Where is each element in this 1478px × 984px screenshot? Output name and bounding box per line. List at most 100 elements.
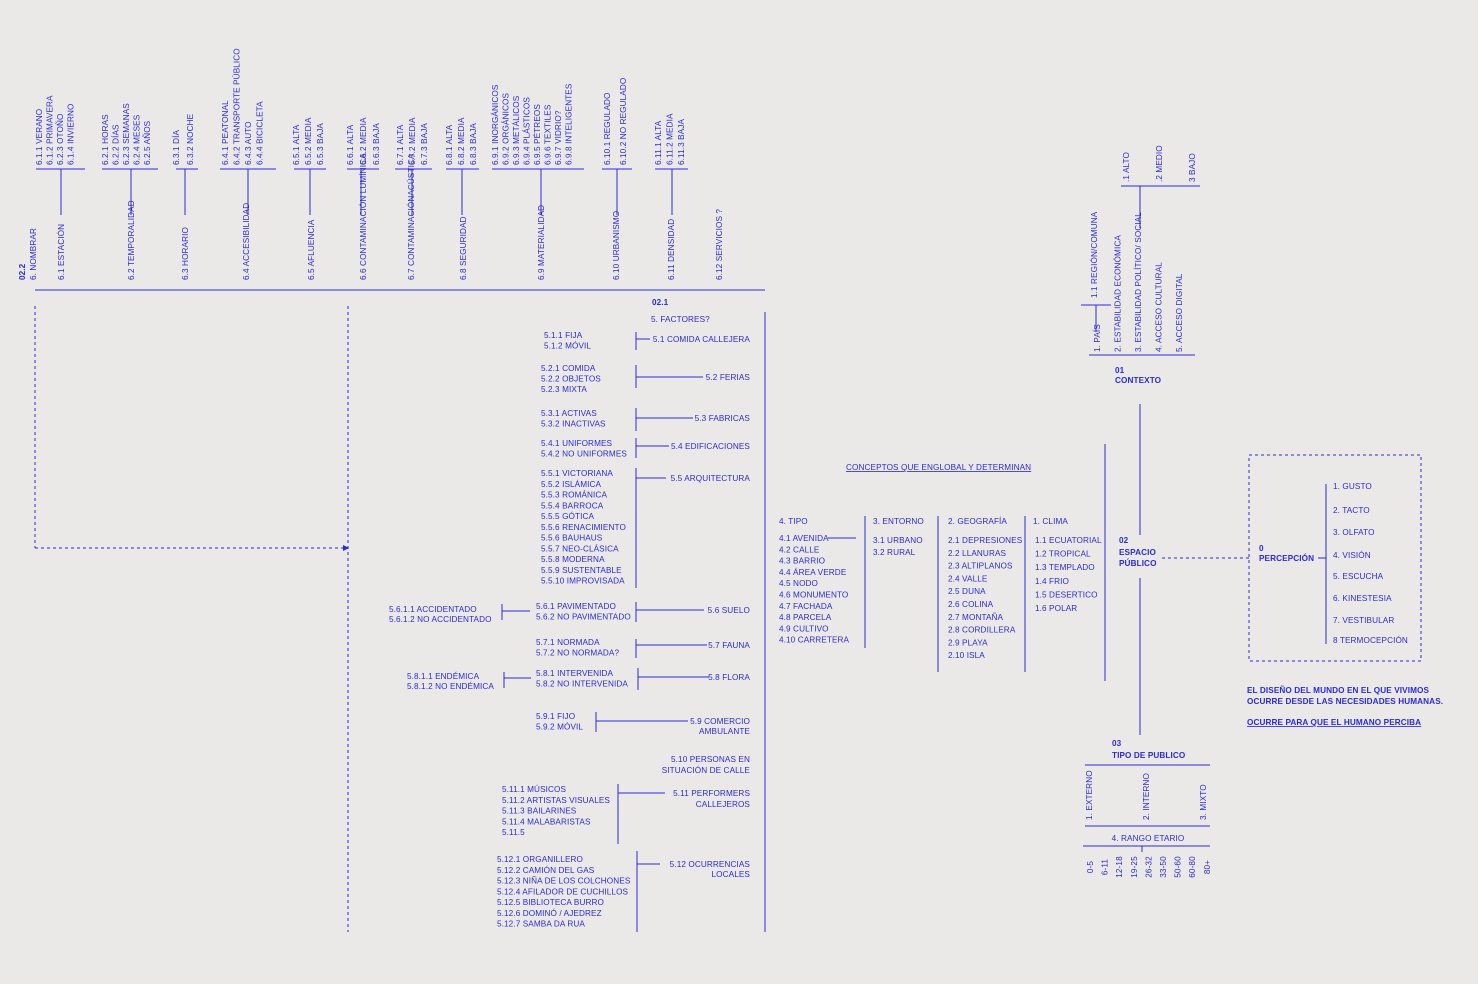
factor-6-4-option: 6.4.4 BICICLETA [256,101,265,165]
geografia-item: 2.4 VALLE [948,574,988,583]
contexto-level: .1 ALTO [1122,152,1131,182]
sense-8-termocepcion: 8 TERMOCEPCIÓN [1333,635,1408,645]
factor-6-4-label: 6.4 ACCESIBILIDAD [242,203,251,280]
percepcion-title: PERCEPCIÓN [1259,552,1314,563]
clima-item: 1.2 TROPICAL [1035,550,1091,559]
factor-6-12-label: 6.12 SERVICIOS ? [715,209,724,280]
clima-item: 1.3 TEMPLADO [1035,563,1095,572]
factor-5-7-option: 5.7.2 NO NORMADA? [536,649,619,658]
tipo-title: 4. TIPO [779,517,808,526]
factor-5-2-option: 5.2.2 OBJETOS [541,375,601,384]
factor-5-11-option: 5.11.4 MALABARISTAS [502,817,591,826]
arrow-head [343,545,349,551]
factor-6-8-option: 6.8.3 BAJA [469,123,478,165]
sense-2-tacto: 2. TACTO [1333,506,1370,515]
factor-6-2-label: 6.2 TEMPORALIDAD [127,200,136,280]
rango-value: 33-50 [1159,856,1168,878]
factor-6-5-label: 6.5 AFLUENCIA [307,219,316,280]
factor-5-8-option: 5.8.1 INTERVENIDA [536,669,614,678]
factor-5-8-suboption: 5.8.1.2 NO ENDÉMICA [407,681,494,691]
factor-6-10-option: 6.10.2 NO REGULADO [619,78,628,165]
note-line-1: EL DISEÑO DEL MUNDO EN EL QUE VIVIMOS [1247,685,1429,695]
factor-5-3-label: 5.3 FABRICAS [695,414,751,423]
factor-6-11-option: 6.11.3 BAJA [677,119,686,165]
rango-value: 80+ [1203,860,1212,874]
factor-5-9-option: 5.9.2 MÓVIL [536,722,583,732]
factor-5-11-label: 5.11 PERFORMERS [673,789,750,798]
factor-6-7-option: 6.7.1 ALTA [396,124,405,165]
factor-5-10-label: 5.10 PERSONAS EN [671,755,750,764]
factor-5-3-option: 5.3.2 INACTIVAS [541,420,606,429]
factor-5-4-option: 5.4.1 UNIFORMES [541,439,613,448]
factor-5-12-label: LOCALES [712,870,751,879]
factor-6-9-label: 6.9 MATERIALIDAD [537,205,546,280]
factor-5-8-suboption: 5.8.1.1 ENDÉMICA [407,671,480,681]
factor-6-11-option: 6.11.1 ALTA [654,120,663,165]
publico-code: 03 [1112,739,1122,748]
factor-6-2-option: 6.2.2 DÍAS [111,124,121,165]
factor-6-6-option: 6.6.2 MEDIA [359,117,368,165]
contexto-item-5: 5. ACCESO DIGITAL [1175,273,1184,352]
factor-6-8-option: 6.8.1 ALTA [445,124,454,165]
factor-5-6-option: 5.6.2 NO PAVIMENTADO [536,613,631,622]
contexto-level: .2 MEDIO [1155,145,1164,182]
factor-5-5-option: 5.5.10 IMPROVISADA [541,577,625,586]
factor-6-8-label: 6.8 SEGURIDAD [459,216,468,280]
rango-etario-title: 4. RANGO ETARIO [1112,834,1185,843]
geografia-item: 2.9 PLAYA [948,638,988,647]
factor-5-1-label: 5.1 COMIDA CALLEJERA [653,335,751,344]
factor-5-11-option: 5.11.1 MÚSICOS [502,784,566,794]
factor-5-2-option: 5.2.3 MIXTA [541,385,587,394]
factor-5-6-option: 5.6.1 PAVIMENTADO [536,602,616,611]
factor-6-4-option: 6.4.2 TRANSPORTE PÚBLICO [232,48,242,165]
tipo-item: 4.8 PARCELA [779,613,832,622]
percepcion-box [1248,454,1422,662]
publico-title: TIPO DE PUBLICO [1112,751,1186,760]
note-line-3: OCURRE PARA QUE EL HUMANO PERCIBA [1247,718,1421,727]
factor-5-3-option: 5.3.1 ACTIVAS [541,409,597,418]
tipo-item: 4.7 FACHADA [779,602,833,611]
rango-value: 6-11 [1101,859,1110,876]
factor-5-12-option: 5.12.4 AFILADOR DE CUCHILLOS [497,887,629,896]
factor-5-5-option: 5.5.1 VICTORIANA [541,469,613,478]
factor-6-6-option: 6.6.3 BAJA [372,123,381,165]
clima-item: 1.4 FRIO [1035,577,1069,586]
sense-5-escucha: 5. ESCUCHA [1333,572,1384,581]
factor-5-11-label: CALLEJEROS [696,800,751,809]
sense-3-olfato: 3. OLFATO [1333,528,1375,537]
tipo-item: 4.3 BARRIO [779,557,825,566]
factor-6-7-option: 6.7.2 MEDIA [408,117,417,165]
factor-5-5-option: 5.5.8 MODERNA [541,555,605,564]
factor-6-1-option: 6.1.1 VERANO [35,109,44,165]
geografia-item: 2.10 ISLA [948,651,985,660]
factor-5-10-label: SITUACIÓN DE CALLE [662,765,751,775]
espacio-line-2: PÚBLICO [1119,557,1157,568]
factor-5-8-option: 5.8.2 NO INTERVENIDA [536,680,628,689]
factor-6-1-option: 6.1.2 PRIMAVERA [46,95,55,165]
factor-6-7-option: 6.7.3 BAJA [420,123,429,165]
factor-5-5-option: 5.5.2 ISLÁMICA [541,479,602,489]
factor-5-1-option: 5.1.2 MÓVIL [544,341,591,351]
factor-5-11-option: 5.11.3 BAILARINES [502,807,577,816]
contexto-item-1: 1. PAÍS [1092,324,1102,352]
contexto-level: 3 BAJO [1188,153,1197,182]
factor-5-4-label: 5.4 EDIFICACIONES [671,442,750,451]
factor-5-5-option: 5.5.4 BARROCA [541,501,604,510]
sense-4-vision: 4. VISIÓN [1333,550,1371,560]
factor-6-9-option: 6.9.3 METÁLICOS [511,95,521,165]
tipo-item: 4.10 CARRETERA [779,636,850,645]
espacio-line-1: ESPACIO [1119,548,1156,557]
factor-6-3-option: 6.3.1 DÍA [171,130,181,165]
concepts-heading: CONCEPTOS QUE ENGLOBAL Y DETERMINAN [846,463,1031,472]
geografia-item: 2.6 COLINA [948,600,994,609]
factor-6-5-option: 6.5.3 BAJA [316,123,325,165]
contexto-item-3: 3. ESTABILIDAD POLÍTICO/ SOCIAL [1133,212,1143,352]
factor-6-2-option: 6.2.5 AÑOS [142,120,152,165]
factor-5-5-option: 5.5.9 SUSTENTABLE [541,566,622,575]
tipo-item: 4.4 ÁREA VERDE [779,567,847,577]
factor-6-6-option: 6.6.1 ALTA [346,124,355,165]
sense-6-kinestesia: 6. KINESTESIA [1333,594,1392,603]
tipo-item: 4.2 CALLE [779,545,820,554]
factor-6-9-option: 6.9.7 VIDRIO? [554,110,563,165]
factor-5-9-option: 5.9.1 FIJO [536,712,575,721]
